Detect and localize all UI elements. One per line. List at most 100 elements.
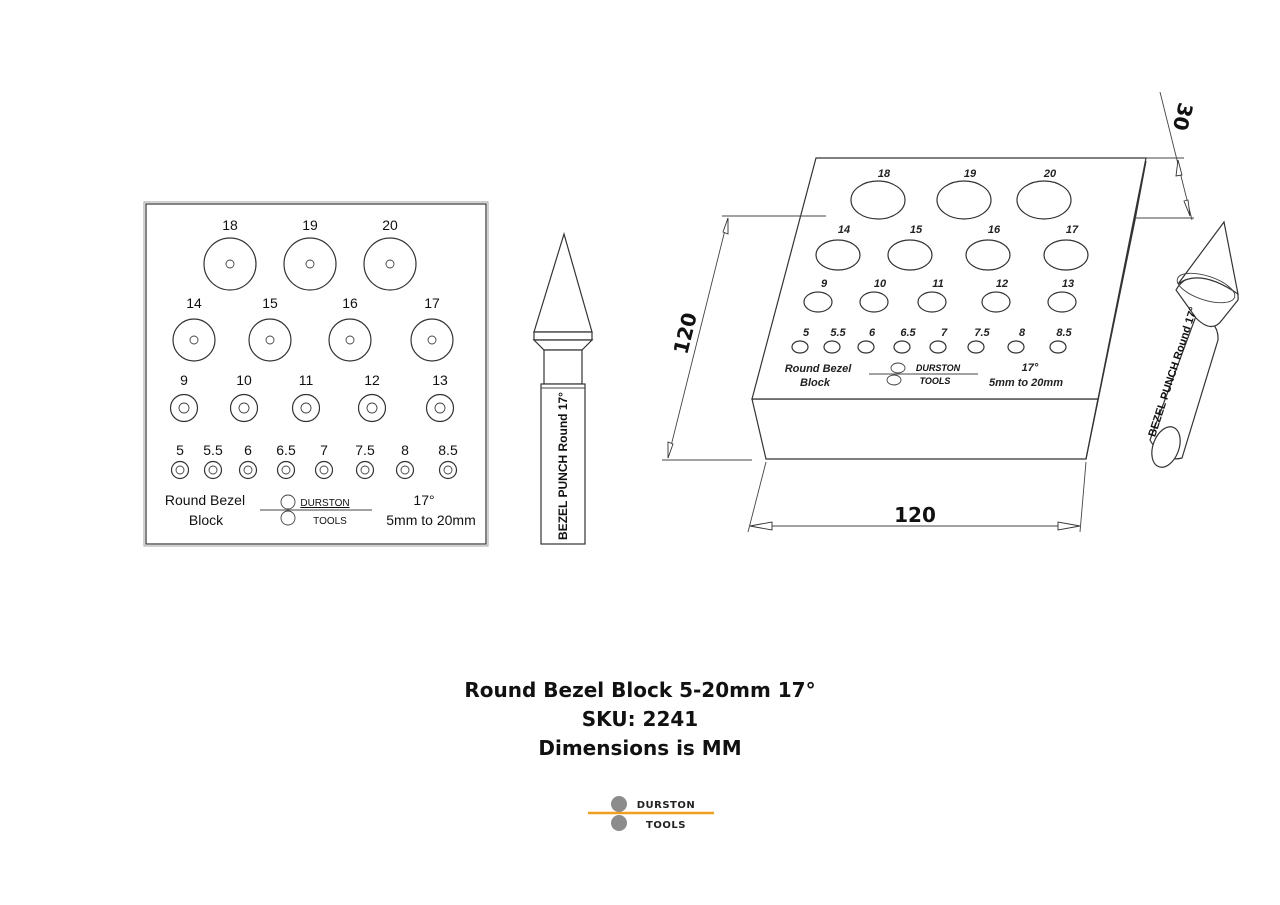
iso-hole-17: 17: [1043, 224, 1089, 271]
iso-hole-label: 10: [874, 278, 887, 290]
iso-hole: [965, 239, 1011, 271]
iso-hole-label: 19: [964, 168, 977, 180]
iso-hole: [791, 340, 809, 354]
front-hole-outer: [229, 393, 259, 423]
front-hole-outer: [314, 460, 334, 480]
front-hole-19: 19: [283, 217, 337, 291]
front-engraving-durston: DURSTON: [300, 498, 349, 509]
front-hole-label: 12: [364, 372, 380, 388]
front-hole-inner: [427, 335, 437, 345]
iso-hole-label: 7: [941, 327, 948, 339]
front-engraving-range: 5mm to 20mm: [386, 512, 475, 528]
front-hole-7: 7: [314, 442, 334, 480]
front-hole-label: 5.5: [203, 442, 223, 458]
logo-text-durston: DURSTON: [637, 800, 696, 811]
front-hole-outer: [328, 318, 372, 362]
iso-hole: [917, 291, 947, 313]
iso-hole: [1049, 340, 1067, 354]
iso-engraving-angle: 17°: [1022, 362, 1039, 374]
iso-top-face: [751, 157, 1147, 400]
front-hole-inner: [360, 465, 370, 475]
front-hole-17: 17: [410, 295, 454, 362]
front-hole-7.5: 7.5: [355, 442, 375, 480]
iso-hole-11: 11: [917, 278, 947, 313]
product-sku: SKU: 2241: [581, 707, 699, 731]
front-hole-inner: [366, 402, 378, 414]
front-hole-label: 6: [244, 442, 252, 458]
logo-circle-bottom: [611, 815, 627, 831]
iso-hole-13: 13: [1047, 278, 1077, 313]
iso-hole-label: 14: [838, 224, 850, 236]
iso-hole: [803, 291, 833, 313]
iso-hole-label: 9: [821, 278, 828, 290]
dimensions-note: Dimensions is MM: [538, 736, 742, 760]
iso-hole: [1043, 239, 1089, 271]
durston-tools-logo: DURSTON TOOLS: [588, 796, 714, 831]
iso-hole-label: 13: [1062, 278, 1074, 290]
iso-hole-label: 17: [1066, 224, 1079, 236]
iso-hole: [850, 180, 906, 220]
iso-hole-9: 9: [803, 278, 833, 313]
iso-hole-label: 12: [996, 278, 1008, 290]
front-hole-inner: [281, 465, 291, 475]
iso-engraving-tools: TOOLS: [920, 376, 951, 386]
punch-shaft: [540, 383, 586, 545]
front-hole-8.5: 8.5: [438, 442, 458, 480]
front-hole-inner: [345, 335, 355, 345]
iso-hole-18: 18: [850, 168, 906, 220]
front-engraving-angle: 17°: [413, 492, 434, 508]
iso-hole-16: 16: [965, 224, 1011, 271]
front-hole-outer: [425, 393, 455, 423]
front-hole-outer: [291, 393, 321, 423]
iso-front-face: [751, 398, 1099, 460]
iso-punch-tip: [1177, 220, 1239, 296]
front-hole-label: 11: [299, 372, 314, 388]
iso-hole: [929, 340, 947, 354]
front-hole-label: 7.5: [355, 442, 375, 458]
iso-hole-label: 18: [878, 168, 891, 180]
front-hole-inner: [319, 465, 329, 475]
title-block: Round Bezel Block 5-20mm 17° SKU: 2241 D…: [0, 676, 1280, 763]
iso-hole-label: 15: [910, 224, 923, 236]
front-hole-13: 13: [425, 372, 455, 423]
front-hole-label: 6.5: [276, 442, 296, 458]
front-hole-label: 15: [262, 295, 278, 311]
front-hole-label: 17: [424, 295, 440, 311]
front-hole-18: 18: [203, 217, 257, 291]
iso-hole-label: 7.5: [974, 327, 990, 339]
punch-tip: [533, 231, 593, 333]
front-hole-inner: [300, 402, 312, 414]
front-hole-inner: [243, 465, 253, 475]
punch-side-view: BEZEL PUNCH Round 17°: [532, 231, 594, 545]
logo-text-tools: TOOLS: [646, 820, 686, 831]
front-hole-5.5: 5.5: [203, 442, 223, 480]
front-hole-9: 9: [169, 372, 199, 423]
front-hole-5: 5: [170, 442, 190, 480]
iso-hole: [1047, 291, 1077, 313]
front-engraving-block: Block: [189, 512, 224, 528]
iso-hole: [857, 340, 875, 354]
front-hole-inner: [434, 402, 446, 414]
iso-hole: [893, 340, 911, 354]
iso-hole-5: 5: [791, 327, 810, 354]
iso-hole-label: 5: [803, 327, 810, 339]
front-hole-label: 20: [382, 217, 398, 233]
front-hole-label: 7: [320, 442, 328, 458]
punch-neck: [543, 349, 583, 385]
iso-hole-label: 6.5: [900, 327, 916, 339]
iso-punch: BEZEL PUNCH Round 17°: [1146, 220, 1239, 468]
iso-engraving-durston: DURSTON: [916, 363, 961, 373]
iso-hole-15: 15: [887, 224, 933, 271]
front-hole-label: 10: [236, 372, 252, 388]
iso-hole-12: 12: [981, 278, 1011, 313]
front-hole-inner: [305, 259, 315, 269]
iso-hole: [815, 239, 861, 271]
front-hole-outer: [169, 393, 199, 423]
front-hole-label: 19: [302, 217, 318, 233]
front-hole-outer: [248, 318, 292, 362]
iso-hole-label: 20: [1043, 168, 1057, 180]
front-hole-outer: [283, 237, 337, 291]
punch-collar: [532, 339, 594, 351]
